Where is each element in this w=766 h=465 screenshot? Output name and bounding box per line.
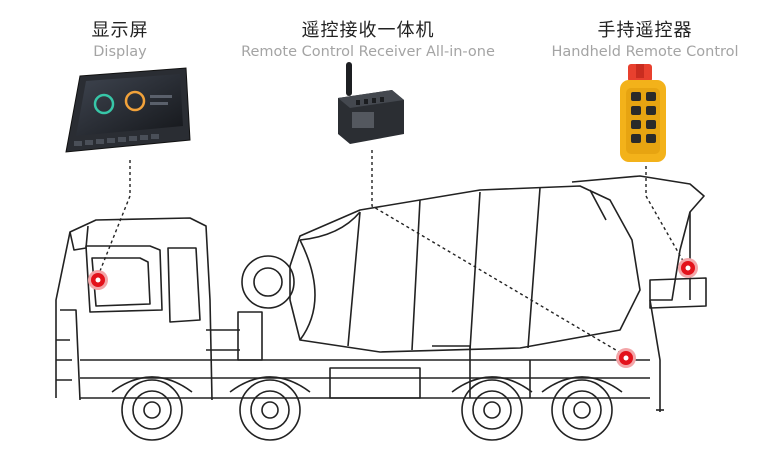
display-leader-line (97, 160, 131, 277)
receiver-box-icon (338, 62, 404, 144)
receiver-leader-line (371, 150, 627, 357)
remote-label: 手持遥控器 Handheld Remote Control (540, 20, 750, 62)
receiver-label-en: Remote Control Receiver All-in-one (241, 44, 495, 60)
receiver-label-zh: 遥控接收一体机 (301, 20, 435, 41)
receiver-label: 遥控接收一体机 Remote Control Receiver All-in-o… (218, 20, 518, 62)
display-label-en: Display (93, 44, 147, 60)
truck-outline (55, 175, 707, 412)
remote-location-marker (678, 258, 698, 278)
leader-lines (97, 150, 687, 357)
handheld-remote-icon (620, 64, 666, 162)
display-screen-icon (65, 67, 191, 153)
remote-label-zh: 手持遥控器 (597, 20, 693, 41)
display-location-marker (88, 270, 108, 290)
remote-leader-line (645, 166, 687, 267)
wheel-1 (121, 379, 183, 441)
remote-label-en: Handheld Remote Control (551, 44, 739, 60)
wheel-4 (551, 379, 613, 441)
receiver-location-marker (616, 348, 636, 368)
display-label: 显示屏 Display (60, 20, 180, 62)
location-markers (88, 258, 698, 368)
display-label-zh: 显示屏 (91, 20, 149, 41)
wheel-2 (239, 379, 301, 441)
wheel-3 (461, 379, 523, 441)
wheel-group (111, 376, 623, 441)
